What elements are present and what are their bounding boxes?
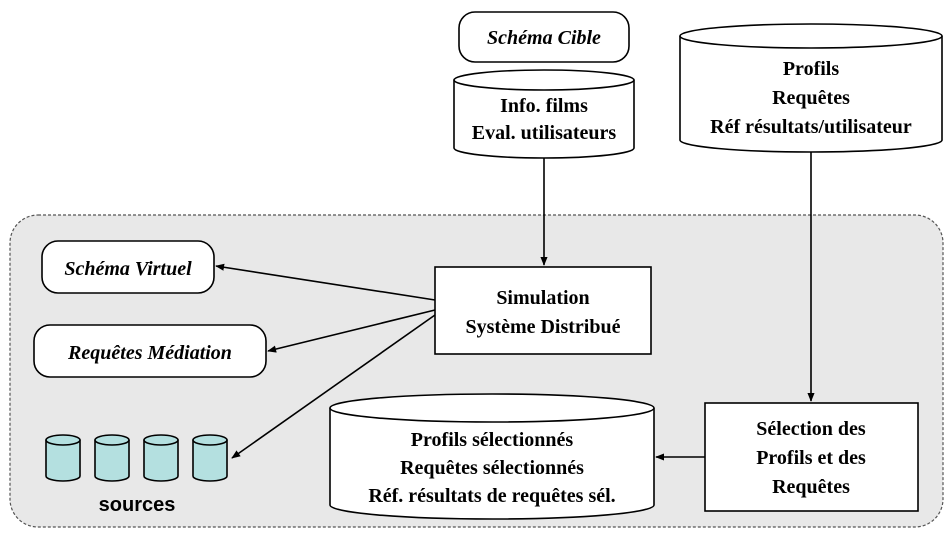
selected-data-database: Profils sélectionnés Requêtes sélectionn… [329, 393, 655, 520]
selection-line-2: Profils et des [756, 447, 866, 469]
schema-cible-box: Schéma Cible [458, 11, 630, 63]
profils-db-line-1: Profils [783, 58, 840, 80]
arrow-simulation-to-sources [231, 314, 436, 459]
profils-database: Profils Requêtes Réf résultats/utilisate… [679, 23, 943, 153]
film-db-line-2: Eval. utilisateurs [472, 122, 617, 144]
simulation-line-2: Système Distribué [466, 316, 621, 338]
film-db-line-1: Info. films [500, 95, 588, 117]
selected-db-line-3: Réf. résultats de requêtes sél. [368, 485, 615, 507]
sources-label: sources [99, 494, 176, 516]
simulation-line-1: Simulation [496, 287, 589, 309]
selected-db-line-1: Profils sélectionnés [411, 429, 574, 451]
source-cylinder-2 [94, 434, 130, 482]
schema-virtuel-box: Schéma Virtuel [41, 240, 215, 294]
arrow-simulation-to-schema-virtuel [215, 263, 436, 301]
profils-db-line-3: Réf résultats/utilisateur [710, 116, 912, 138]
source-cylinder-3 [143, 434, 179, 482]
sources-group: sources [45, 434, 228, 516]
source-cylinder-1 [45, 434, 81, 482]
requetes-mediation-box: Requêtes Médiation [33, 324, 267, 378]
selected-db-line-2: Requêtes sélectionnés [400, 457, 584, 479]
schema-virtuel-label: Schéma Virtuel [64, 258, 192, 280]
source-cylinder-4 [192, 434, 228, 482]
selection-box: Sélection des Profils et des Requêtes [704, 402, 919, 512]
requetes-mediation-label: Requêtes Médiation [67, 342, 232, 364]
selection-line-1: Sélection des [756, 418, 866, 440]
profils-db-line-2: Requêtes [772, 87, 850, 109]
selection-line-3: Requêtes [772, 476, 850, 498]
simulation-box: Simulation Système Distribué [434, 266, 652, 355]
schema-cible-label: Schéma Cible [487, 27, 601, 49]
film-info-database: Info. films Eval. utilisateurs [453, 69, 635, 159]
arrow-simulation-to-requetes-mediation [267, 309, 436, 353]
